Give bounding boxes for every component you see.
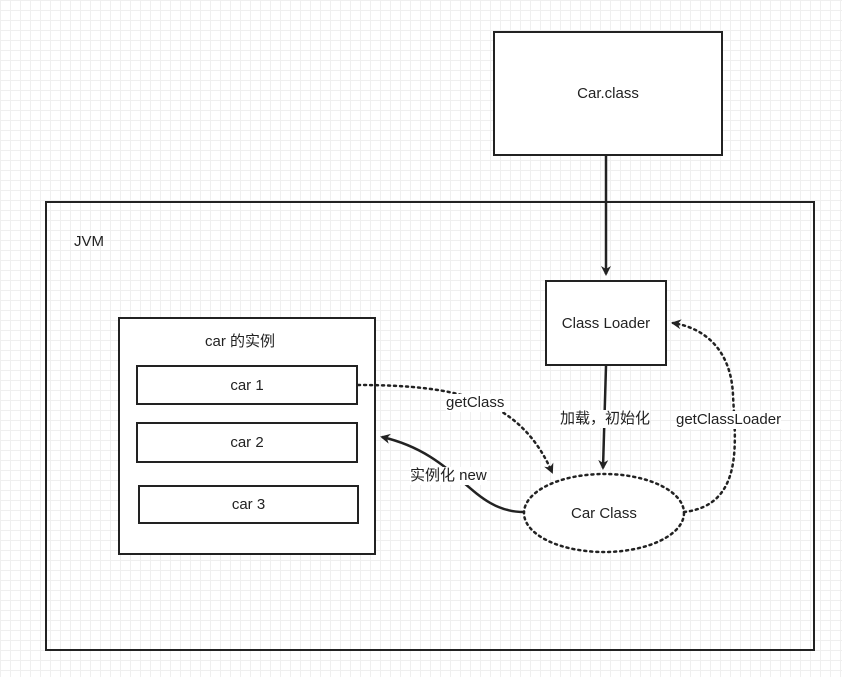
- instances-title: car 的实例: [205, 333, 276, 350]
- jvm-container: [45, 201, 815, 651]
- instance-car-2: car 2: [136, 422, 358, 463]
- instance-car-3: car 3: [138, 485, 359, 524]
- edge-label-get-class-loader: getClassLoader: [676, 411, 782, 429]
- edge-label-instantiate: 实例化 new: [410, 467, 487, 485]
- edge-get-class-loader: [671, 319, 737, 514]
- class-loader-label: Class Loader: [561, 314, 651, 332]
- instance-label: car 3: [231, 496, 266, 513]
- instance-label: car 1: [230, 376, 264, 394]
- edge-label-load-init: 加载，初始化: [560, 410, 651, 428]
- instance-label: car 2: [230, 434, 264, 451]
- edge-label-get-class: getClass: [446, 394, 505, 412]
- class-loader-box: Class Loader: [545, 280, 667, 366]
- car-class-file-label: Car.class: [577, 85, 639, 102]
- car-class-label: Car Class: [571, 505, 637, 522]
- car-class-file-box: Car.class: [493, 31, 723, 156]
- jvm-label: JVM: [74, 233, 104, 250]
